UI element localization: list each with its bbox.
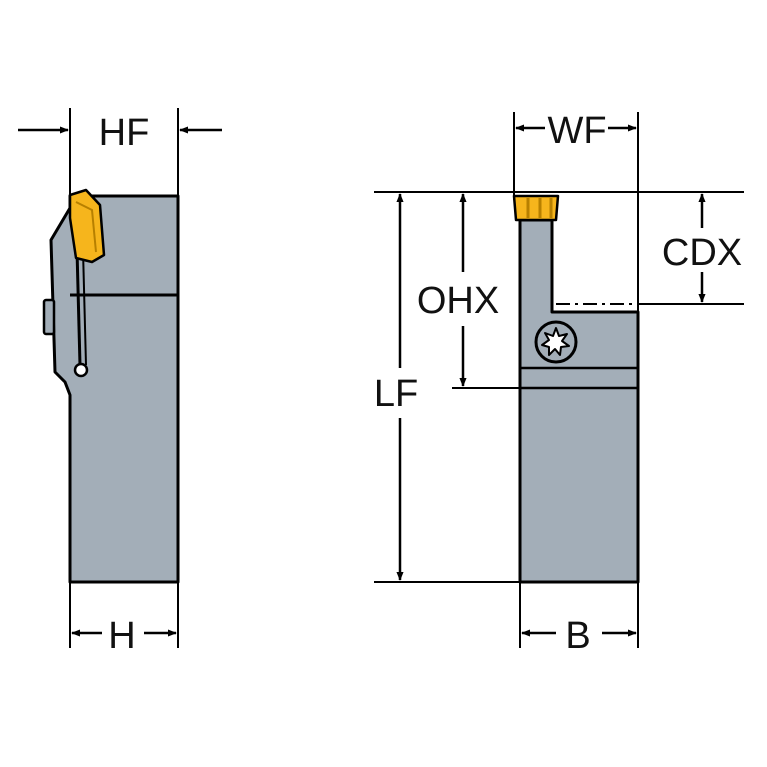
clamp-rod-edge xyxy=(82,249,87,366)
insert-side-edge xyxy=(75,201,97,253)
cdx-label: CDX xyxy=(662,232,742,274)
side-lug xyxy=(42,298,56,336)
h-label: H xyxy=(108,615,135,657)
clamp-ball xyxy=(73,362,89,378)
insert-front xyxy=(512,194,560,222)
side-view: HF H xyxy=(18,108,222,657)
torx-screw-icon xyxy=(534,320,578,364)
wf-label: WF xyxy=(547,110,606,152)
b-label: B xyxy=(565,615,590,657)
lf-label: LF xyxy=(374,373,418,415)
holder-body-front xyxy=(518,218,640,584)
hf-label: HF xyxy=(99,112,150,154)
front-view: WF CDX OHX LF B xyxy=(374,110,744,657)
clamp-rod xyxy=(75,249,82,366)
ohx-label: OHX xyxy=(417,280,499,322)
holder-body-side xyxy=(49,194,180,584)
